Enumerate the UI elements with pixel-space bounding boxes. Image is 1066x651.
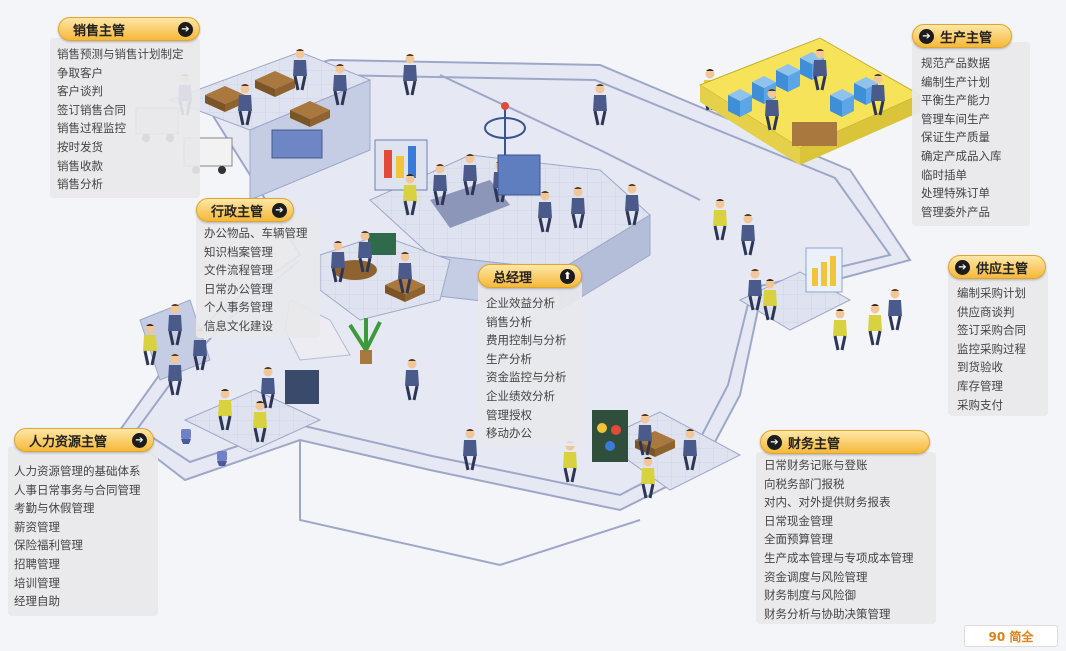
plant-icon — [348, 318, 382, 364]
list-item: 平衡生产能力 — [921, 93, 990, 108]
list-item: 资金调度与风险管理 — [764, 569, 868, 584]
finance-office-illustration — [461, 410, 742, 500]
list-item: 客户谈判 — [57, 84, 103, 99]
list-item: 移动办公 — [486, 426, 532, 441]
list-item: 薪资管理 — [14, 519, 60, 534]
list-item: 日常现金管理 — [764, 513, 833, 528]
list-item: 财务分析与协助决策管理 — [764, 606, 891, 621]
list-item: 财务制度与风险御 — [764, 588, 856, 603]
arrow-up-circle-icon: ⬆ — [560, 268, 575, 284]
gm-panel-title: 总经理 — [493, 270, 533, 286]
list-item: 销售过程监控 — [57, 121, 126, 136]
list-item: 签订销售合同 — [57, 102, 126, 117]
arrow-left-circle-icon: ➔ — [955, 259, 970, 275]
list-item: 按时发货 — [57, 139, 103, 154]
sales-panel-title: 销售主管 — [73, 23, 126, 39]
satellite-dish-icon — [484, 102, 526, 155]
list-item: 签订采购合同 — [957, 323, 1026, 338]
arrow-right-circle-icon: ➔ — [178, 21, 193, 37]
list-item: 个人事务管理 — [204, 300, 273, 315]
list-item: 保证生产质量 — [921, 130, 990, 145]
list-item: 培训管理 — [14, 575, 60, 590]
logo-text: 90 简全 — [988, 629, 1034, 644]
gm-panel-header: 总经理 ⬆ — [478, 264, 582, 288]
admin-panel-header: 行政主管 ➔ — [196, 198, 294, 222]
list-item: 对内、对外提供财务报表 — [764, 495, 891, 510]
list-item: 确定产成品入库 — [921, 148, 1002, 163]
list-item: 招聘管理 — [14, 556, 60, 571]
gm-panel-items: 企业效益分析 销售分析 费用控制与分析 生产分析 资金监控与分析 企业绩效分析 … — [486, 294, 567, 443]
supply-office-illustration — [711, 197, 904, 352]
hr-panel-title: 人力资源主管 — [29, 434, 108, 450]
arrow-right-circle-icon: ➔ — [272, 202, 287, 218]
list-item: 文件流程管理 — [204, 263, 273, 278]
list-item: 争取客户 — [57, 65, 103, 80]
arrow-left-circle-icon: ➔ — [767, 434, 782, 450]
list-item: 管理车间生产 — [921, 111, 990, 126]
supply-panel-items: 编制采购计划 供应商谈判 签订采购合同 监控采购过程 到货验收 库存管理 采购支… — [957, 284, 1026, 414]
watermark-logo: 90 简全 — [964, 625, 1058, 647]
list-item: 信息文化建设 — [204, 318, 273, 333]
finance-panel-items: 日常财务记账与登账 向税务部门报税 对内、对外提供财务报表 日常现金管理 全面预… — [764, 456, 914, 623]
list-item: 生产分析 — [486, 351, 532, 366]
sales-panel-items: 销售预测与销售计划制定 争取客户 客户谈判 签订销售合同 销售过程监控 按时发货… — [57, 45, 184, 194]
list-item: 监控采购过程 — [957, 341, 1026, 356]
list-item: 管理授权 — [486, 407, 532, 422]
list-item: 人事日常事务与合同管理 — [14, 482, 141, 497]
list-item: 规范产品数据 — [921, 56, 990, 70]
finance-panel-header: ➔ 财务主管 — [760, 430, 930, 454]
list-item: 销售分析 — [57, 177, 103, 192]
production-panel-title: 生产主管 — [940, 30, 993, 46]
arrow-right-circle-icon: ➔ — [132, 432, 147, 448]
list-item: 办公物品、车辆管理 — [204, 226, 308, 240]
list-item: 销售分析 — [486, 314, 532, 329]
list-item: 向税务部门报税 — [764, 476, 845, 491]
list-item: 考勤与休假管理 — [14, 501, 95, 516]
hr-office-illustration — [139, 299, 421, 466]
list-item: 生产成本管理与专项成本管理 — [764, 550, 914, 565]
arrow-left-circle-icon: ➔ — [919, 28, 934, 44]
production-panel-items: 规范产品数据 编制生产计划 平衡生产能力 管理车间生产 保证生产质量 确定产成品… — [921, 54, 1002, 221]
supply-panel-title: 供应主管 — [976, 261, 1029, 277]
production-floor-illustration — [698, 37, 922, 165]
list-item: 编制采购计划 — [957, 286, 1026, 300]
list-item: 到货验收 — [957, 360, 1003, 375]
list-item: 经理自助 — [14, 594, 60, 609]
sales-panel-header: 销售主管 ➔ — [58, 17, 200, 41]
list-item: 人力资源管理的基础体系 — [14, 464, 141, 478]
admin-panel-title: 行政主管 — [211, 204, 264, 220]
list-item: 临时插单 — [921, 167, 967, 182]
list-item: 费用控制与分析 — [486, 333, 567, 348]
list-item: 库存管理 — [957, 378, 1003, 393]
list-item: 知识档案管理 — [204, 244, 273, 259]
list-item: 企业效益分析 — [486, 296, 555, 310]
list-item: 管理委外产品 — [921, 204, 990, 219]
list-item: 采购支付 — [957, 397, 1003, 412]
list-item: 编制生产计划 — [921, 74, 990, 89]
production-panel-header: ➔ 生产主管 — [912, 24, 1012, 48]
hr-panel-header: 人力资源主管 ➔ — [14, 428, 154, 452]
supply-panel-header: ➔ 供应主管 — [948, 255, 1046, 279]
finance-panel-title: 财务主管 — [788, 436, 841, 452]
list-item: 资金监控与分析 — [486, 370, 567, 385]
list-item: 销售收款 — [57, 158, 103, 173]
list-item: 保险福利管理 — [14, 538, 83, 553]
list-item: 供应商谈判 — [957, 304, 1015, 319]
admin-panel-items: 办公物品、车辆管理 知识档案管理 文件流程管理 日常办公管理 个人事务管理 信息… — [204, 224, 308, 336]
hr-panel-items: 人力资源管理的基础体系 人事日常事务与合同管理 考勤与休假管理 薪资管理 保险福… — [14, 462, 141, 611]
list-item: 处理特殊订单 — [921, 186, 990, 201]
list-item: 全面预算管理 — [764, 532, 833, 547]
list-item: 销售预测与销售计划制定 — [57, 47, 184, 61]
list-item: 企业绩效分析 — [486, 388, 555, 403]
list-item: 日常财务记账与登账 — [764, 458, 868, 472]
list-item: 日常办公管理 — [204, 281, 273, 296]
